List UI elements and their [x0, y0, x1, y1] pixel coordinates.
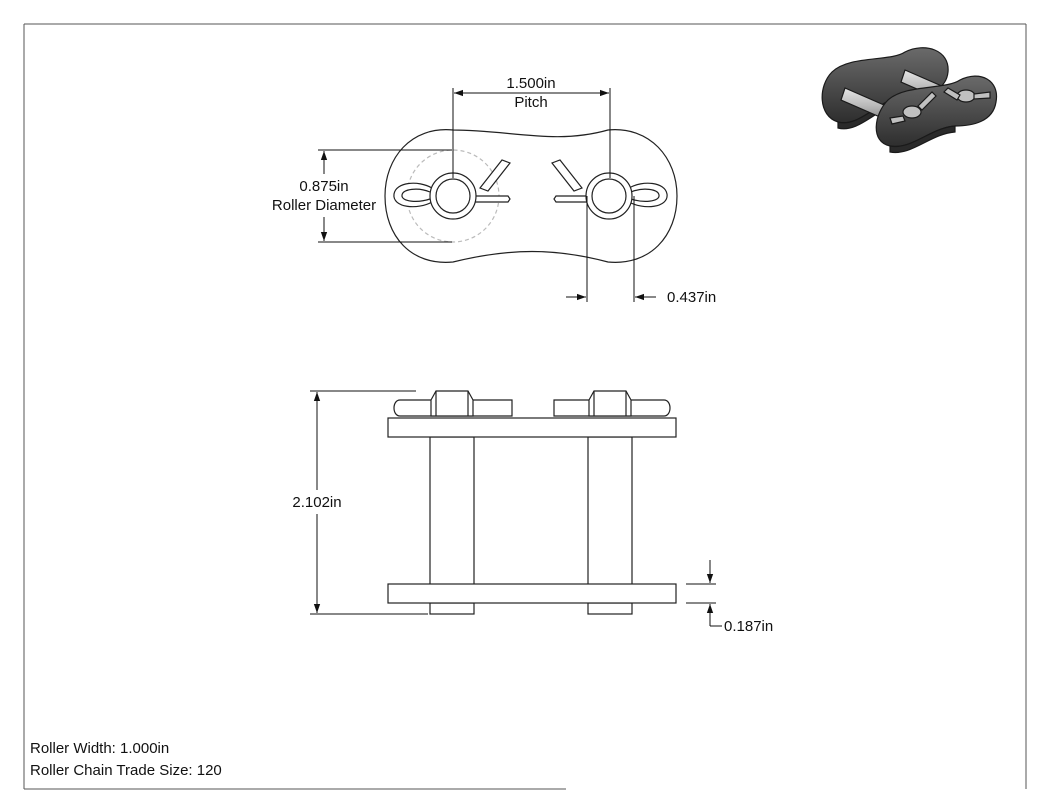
- overall-width-dimension: [310, 390, 428, 615]
- plate-thickness-dimension: [686, 560, 722, 627]
- right-pin-shank: [587, 436, 633, 586]
- render-clip-right: [943, 87, 991, 103]
- bottom-side-plate: [387, 583, 677, 604]
- right-pin-with-clip: [551, 159, 668, 220]
- pitch-dimension: [452, 88, 611, 178]
- pin-diameter-dimension: [566, 196, 656, 302]
- roller-width-note: Roller Width: 1.000in: [30, 740, 170, 757]
- pitch-value: 1.500in: [506, 75, 555, 92]
- right-clip-head: [553, 390, 671, 417]
- roller-diameter-label: Roller Diameter: [272, 197, 376, 214]
- drawing-border: [23, 23, 1027, 790]
- left-clip-head: [393, 390, 513, 417]
- overall-width-value: 2.102in: [292, 494, 341, 511]
- roller-diameter-dimension: [318, 149, 452, 243]
- side-plate-outline: [384, 129, 678, 263]
- left-pin-end: [429, 602, 475, 615]
- side-plate-top-view: [384, 129, 678, 263]
- top-side-plate: [387, 417, 677, 438]
- roller-diameter-value: 0.875in: [299, 178, 348, 195]
- connecting-link-3d-render: [821, 47, 998, 154]
- connecting-link-front-view: [387, 390, 677, 615]
- render-clip-left: [889, 91, 937, 125]
- left-pin-with-clip: [393, 159, 511, 220]
- pitch-label: Pitch: [514, 94, 547, 111]
- pin-diameter-value: 0.437in: [667, 289, 716, 306]
- plate-thickness-value: 0.187in: [724, 618, 773, 635]
- right-pin-end: [587, 602, 633, 615]
- left-pin-shank: [429, 436, 475, 586]
- trade-size-note: Roller Chain Trade Size: 120: [30, 762, 222, 779]
